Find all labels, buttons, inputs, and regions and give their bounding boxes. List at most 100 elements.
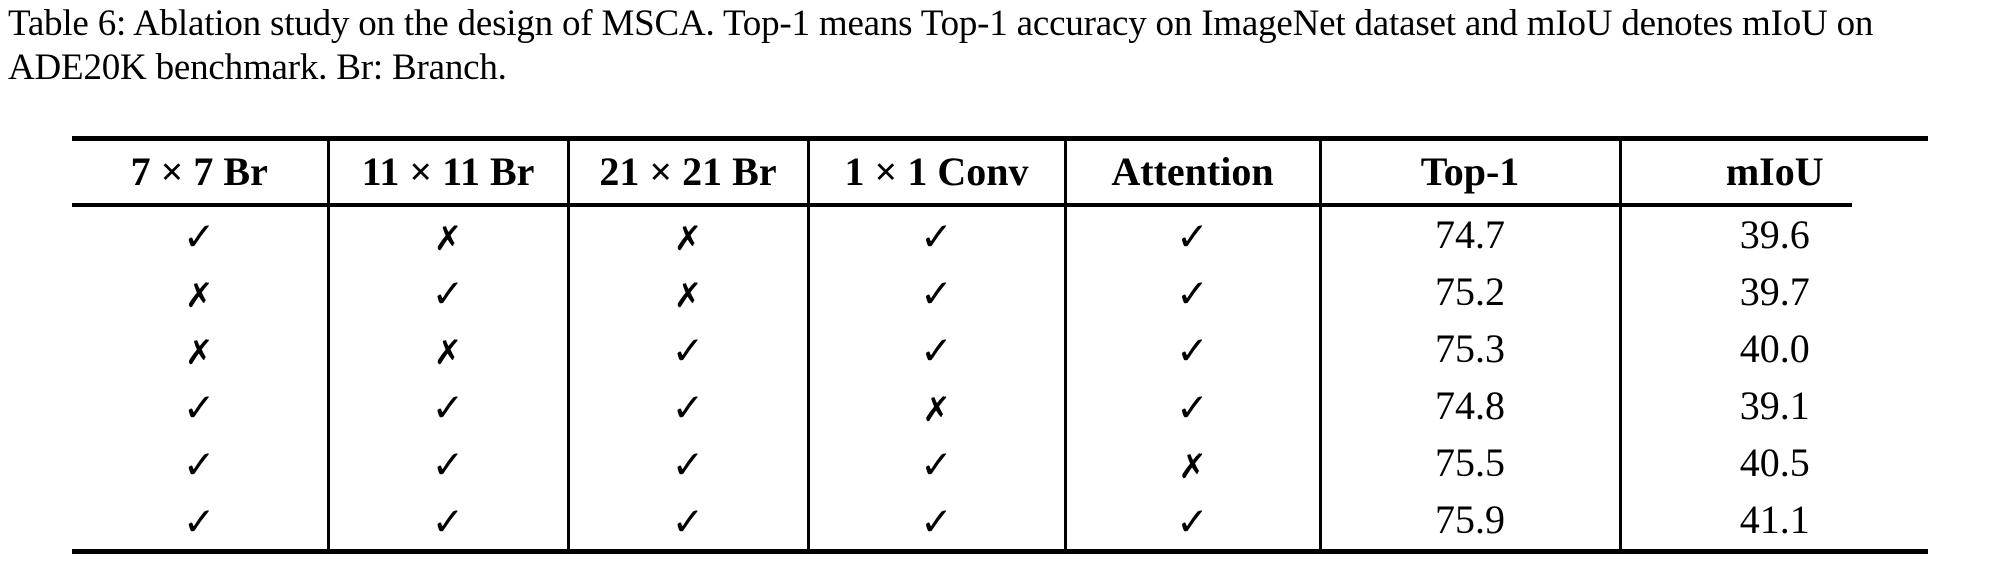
header-row: 7 × 7 Br 11 × 11 Br 21 × 21 Br 1 × 1 Con…: [72, 141, 1928, 203]
cell-11x11-br: ✓: [326, 492, 568, 549]
table-row: ✓ ✓ ✓ ✗ ✓ 74.8 39.1: [72, 378, 1928, 435]
cross-icon: ✗: [673, 218, 703, 259]
cross-icon: ✗: [922, 389, 951, 430]
cell-7x7-br: ✗: [72, 264, 328, 321]
cell-1x1-conv: ✗: [806, 378, 1065, 435]
check-icon: ✓: [1176, 214, 1209, 260]
cross-icon: ✗: [673, 275, 703, 316]
check-icon: ✓: [671, 385, 705, 431]
cell-7x7-br: ✓: [72, 378, 328, 435]
cell-top1: 75.5: [1318, 435, 1620, 492]
check-icon: ✓: [431, 271, 465, 317]
check-icon: ✓: [920, 271, 953, 317]
check-icon: ✓: [1176, 385, 1209, 431]
ablation-table: 7 × 7 Br 11 × 11 Br 21 × 21 Br 1 × 1 Con…: [72, 141, 1928, 203]
cell-attention: ✓: [1063, 321, 1320, 378]
top1-value: 75.5: [1435, 440, 1505, 485]
cell-miou: 41.1: [1618, 492, 1928, 549]
column-header-7x7-br: 7 × 7 Br: [130, 149, 268, 194]
table-head: 7 × 7 Br 11 × 11 Br 21 × 21 Br 1 × 1 Con…: [72, 141, 1928, 203]
check-icon: ✓: [182, 442, 216, 488]
cell-1x1-conv: ✓: [806, 435, 1065, 492]
column-header-miou: mIoU: [1618, 141, 1928, 203]
cell-11x11-br: ✗: [326, 321, 568, 378]
cross-icon: ✗: [433, 218, 463, 259]
check-icon: ✓: [671, 499, 705, 545]
cell-attention: ✓: [1063, 492, 1320, 549]
check-icon: ✓: [1176, 499, 1209, 545]
cell-11x11-br: ✓: [326, 378, 568, 435]
table-body: ✓ ✗ ✗ ✓ ✓ 74.7 39.6 ✗ ✓ ✗ ✓ ✓ 75.2 39.7: [72, 207, 1928, 549]
cross-icon: ✗: [433, 332, 463, 373]
cell-21x21-br: ✓: [566, 321, 808, 378]
cell-21x21-br: ✓: [566, 435, 808, 492]
cell-miou: 39.1: [1618, 378, 1928, 435]
table-top-rule: [72, 136, 1928, 141]
table-container: 7 × 7 Br 11 × 11 Br 21 × 21 Br 1 × 1 Con…: [72, 136, 1928, 554]
cell-top1: 75.9: [1318, 492, 1620, 549]
cell-21x21-br: ✓: [566, 378, 808, 435]
check-icon: ✓: [671, 442, 705, 488]
check-icon: ✓: [431, 385, 465, 431]
cell-top1: 74.7: [1318, 207, 1620, 264]
table-caption: Table 6: Ablation study on the design of…: [8, 3, 1874, 88]
top1-value: 75.9: [1435, 497, 1505, 542]
cell-attention: ✓: [1063, 378, 1320, 435]
check-icon: ✓: [182, 214, 216, 260]
column-header-attention: Attention: [1063, 141, 1320, 203]
cell-7x7-br: ✓: [72, 435, 328, 492]
cell-attention: ✗: [1063, 435, 1320, 492]
check-icon: ✓: [182, 499, 216, 545]
check-icon: ✓: [431, 442, 465, 488]
cell-attention: ✓: [1063, 264, 1320, 321]
table-header-rule: [72, 203, 1852, 207]
table-row: ✓ ✗ ✗ ✓ ✓ 74.7 39.6: [72, 207, 1928, 264]
top1-value: 75.3: [1435, 326, 1505, 371]
table-bottom-rule: [72, 549, 1928, 554]
cell-miou: 40.5: [1618, 435, 1928, 492]
check-icon: ✓: [1176, 271, 1209, 317]
top1-value: 75.2: [1435, 269, 1505, 314]
check-icon: ✓: [920, 214, 953, 260]
check-icon: ✓: [671, 328, 705, 374]
cell-1x1-conv: ✓: [806, 321, 1065, 378]
cell-top1: 75.2: [1318, 264, 1620, 321]
cross-icon: ✗: [185, 275, 214, 316]
check-icon: ✓: [182, 385, 216, 431]
cross-icon: ✗: [185, 332, 214, 373]
cell-11x11-br: ✓: [326, 264, 568, 321]
check-icon: ✓: [920, 328, 953, 374]
cross-icon: ✗: [1178, 446, 1207, 487]
miou-value: 40.5: [1739, 440, 1810, 485]
table-row: ✗ ✓ ✗ ✓ ✓ 75.2 39.7: [72, 264, 1928, 321]
column-header-top1: Top-1: [1318, 141, 1620, 203]
cell-1x1-conv: ✓: [806, 492, 1065, 549]
cell-1x1-conv: ✓: [806, 264, 1065, 321]
cell-attention: ✓: [1063, 207, 1320, 264]
column-header-21x21-br: 21 × 21 Br: [566, 141, 808, 203]
miou-value: 39.1: [1739, 383, 1810, 428]
check-icon: ✓: [920, 499, 953, 545]
miou-value: 39.6: [1739, 212, 1810, 257]
cell-miou: 39.6: [1618, 207, 1928, 264]
table-row: ✓ ✓ ✓ ✓ ✗ 75.5 40.5: [72, 435, 1928, 492]
table-row: ✓ ✓ ✓ ✓ ✓ 75.9 41.1: [72, 492, 1928, 549]
cell-miou: 39.7: [1618, 264, 1928, 321]
table-row: ✗ ✗ ✓ ✓ ✓ 75.3 40.0: [72, 321, 1928, 378]
cell-7x7-br: ✓: [72, 207, 328, 264]
check-icon: ✓: [920, 442, 953, 488]
top1-value: 74.7: [1435, 212, 1505, 257]
cell-top1: 75.3: [1318, 321, 1620, 378]
cell-7x7-br: ✓: [72, 492, 328, 549]
top1-value: 74.8: [1435, 383, 1505, 428]
cell-top1: 74.8: [1318, 378, 1620, 435]
column-header-11x11-br: 11 × 11 Br: [326, 141, 568, 203]
miou-value: 39.7: [1739, 269, 1810, 314]
cell-11x11-br: ✗: [326, 207, 568, 264]
cell-21x21-br: ✗: [566, 264, 808, 321]
cell-7x7-br: ✗: [72, 321, 328, 378]
check-icon: ✓: [431, 499, 465, 545]
cell-21x21-br: ✗: [566, 207, 808, 264]
cell-11x11-br: ✓: [326, 435, 568, 492]
check-icon: ✓: [1176, 328, 1209, 374]
